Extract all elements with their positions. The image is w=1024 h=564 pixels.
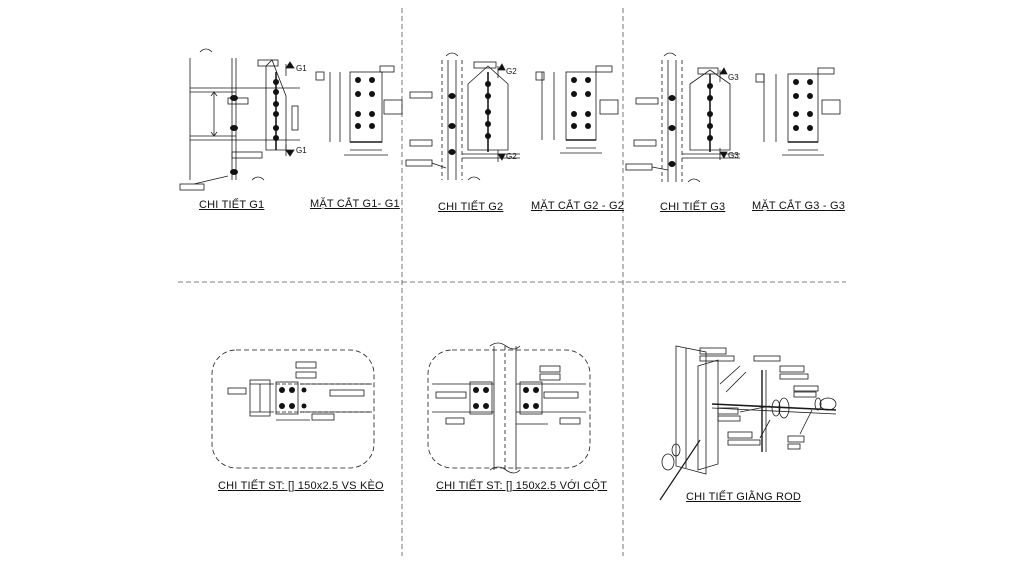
section-g1-drawing [315, 65, 403, 156]
detail-st-cot-drawing [427, 342, 591, 474]
detail-g2-drawing [405, 52, 520, 181]
caption-detail-g2: CHI TIẾT G2 [438, 201, 504, 213]
detail-rod-drawing [659, 345, 837, 501]
caption-rod: CHI TIẾT GIẰNG ROD [686, 491, 802, 503]
marker-g2-bottom: G2 [506, 152, 517, 161]
caption-section-g3: MẶT CẮT G3 - G3 [752, 200, 846, 212]
caption-st-cot: CHI TIẾT ST: [] 150x2.5 VỚI CỘT [436, 480, 608, 492]
caption-detail-g3: CHI TIẾT G3 [660, 201, 726, 213]
section-g3-drawing [755, 67, 841, 156]
panel-dividers [178, 8, 846, 556]
caption-detail-g1: CHI TIẾT G1 [199, 199, 265, 211]
marker-g1-top: G1 [296, 64, 307, 73]
detail-g1-drawing [179, 48, 300, 191]
marker-g3-top: G3 [728, 73, 739, 82]
marker-g3-bottom: G3 [728, 151, 739, 160]
section-g2-drawing [535, 65, 619, 154]
marker-g1-bottom: G1 [296, 146, 307, 155]
caption-section-g1: MẶT CẮT G1- G1 [310, 198, 400, 210]
caption-section-g2: MẶT CẮT G2 - G2 [531, 200, 625, 212]
caption-st-keo: CHI TIẾT ST: [] 150x2.5 VS KÈO [218, 480, 384, 492]
detail-g3-drawing [625, 52, 740, 183]
marker-g2-top: G2 [506, 67, 517, 76]
detail-st-keo-drawing [211, 349, 375, 469]
